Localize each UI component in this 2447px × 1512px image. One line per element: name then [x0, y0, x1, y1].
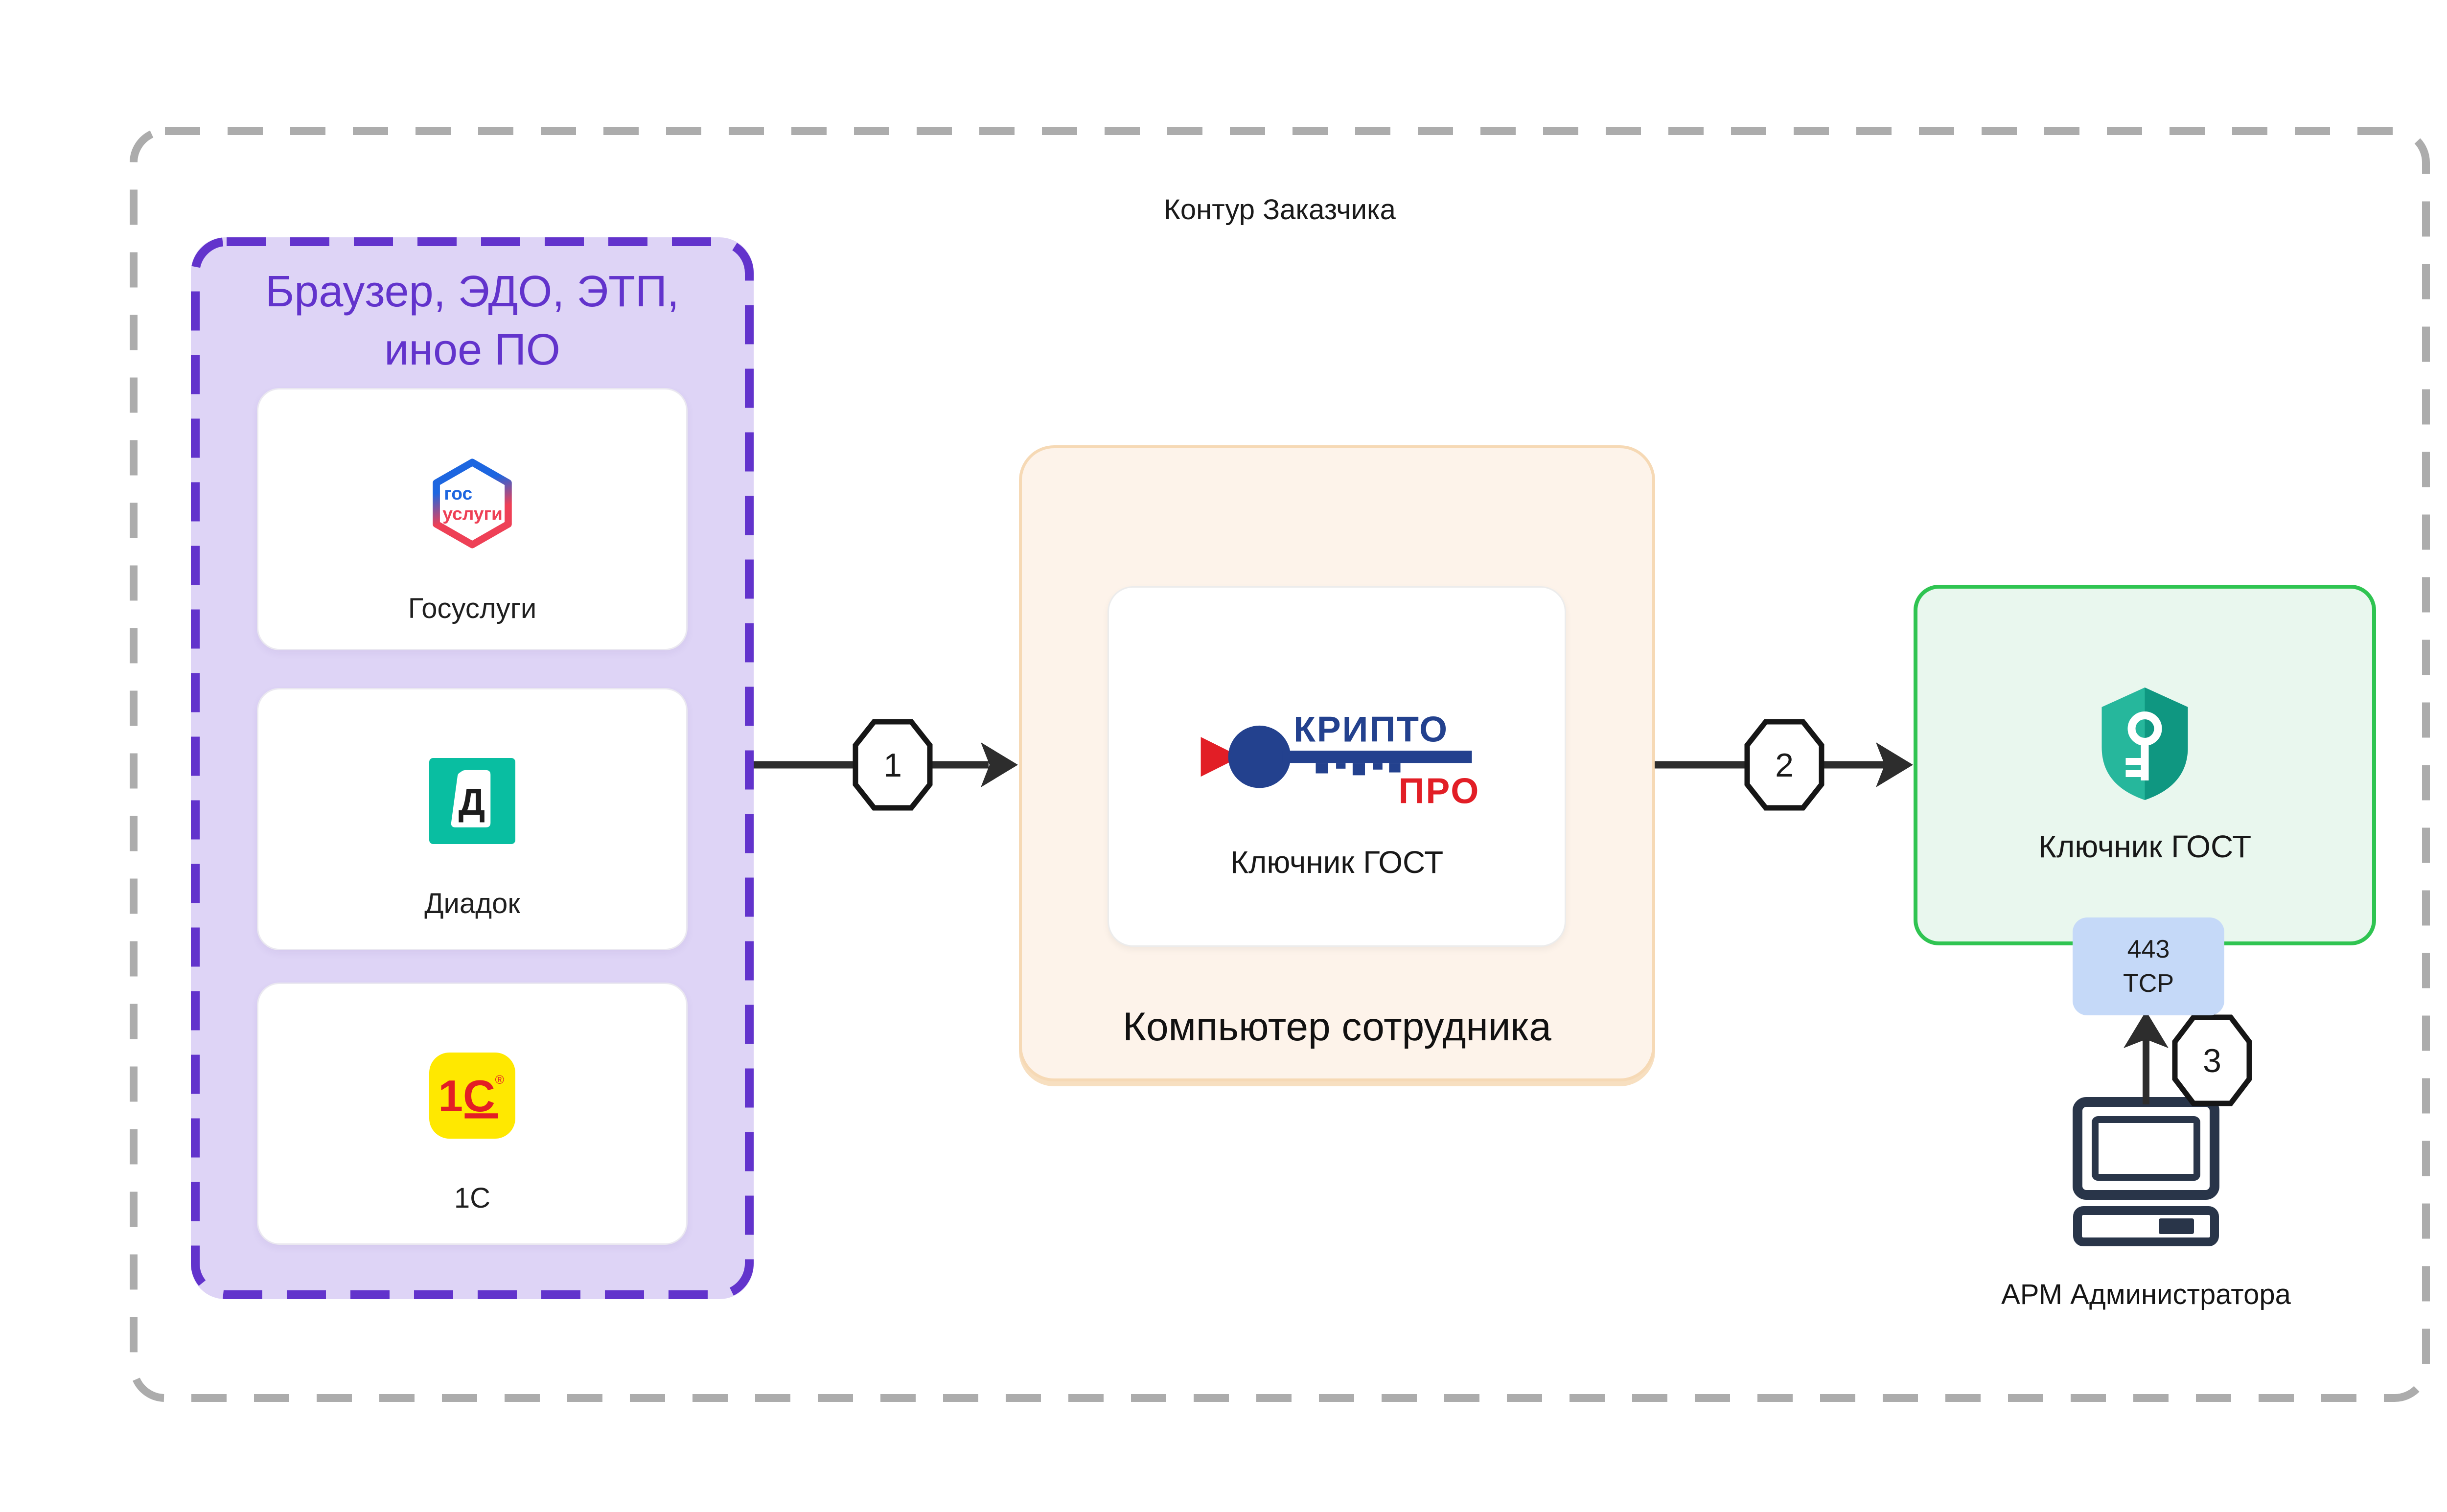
customer-perimeter-dashed-border [130, 127, 2430, 1402]
arrow-2: 2 [1655, 719, 1913, 811]
apps-group-title-line2: иное ПО [384, 325, 560, 374]
arrow-2-head-icon [1876, 742, 1913, 787]
gosuslugi-logo-text-top: гос [444, 483, 472, 504]
diadoc-logo-icon: Д [429, 758, 515, 844]
arrow-1-head-icon [981, 742, 1018, 787]
port-protocol: TCP [2123, 969, 2174, 998]
step-3-octagon-icon [2172, 1014, 2252, 1106]
port-badge: 443 TCP [2073, 917, 2224, 1015]
step-3-number: 3 [2203, 1042, 2221, 1079]
1c-logo-icon: 1С ® [429, 1053, 515, 1139]
apps-group-title-line1: Браузер, ЭДО, ЭТП, [265, 267, 679, 316]
cryptopro-logo-line1: КРИПТО [1293, 709, 1449, 750]
card-diadoc: Д Диадок [257, 688, 688, 950]
page-title: Контур Заказчика [1164, 194, 1396, 226]
1c-logo-registered-mark: ® [495, 1074, 504, 1087]
diadoc-logo-letter: Д [459, 781, 485, 823]
card-label-diadoc: Диадок [424, 888, 520, 919]
1c-logo-text: 1С [438, 1072, 495, 1121]
card-gosuslugi: гос услуги Госуслуги [257, 388, 688, 650]
gateway-box: Ключник ГОСТ [1914, 585, 2376, 945]
card-label-klyuchnik-gost: Ключник ГОСТ [1230, 845, 1444, 880]
gosuslugi-logo-text-bottom: услуги [442, 503, 503, 524]
admin-workstation-label: АРМ Администратора [2001, 1279, 2291, 1310]
employee-computer-box: КРИПТО ПРО Ключник ГОСТ Компьютер сотруд… [1019, 445, 1655, 1081]
apps-group-dashed-border [191, 237, 754, 1299]
cryptopro-logo-icon: КРИПТО ПРО [1200, 709, 1478, 811]
cryptopro-logo-line2: ПРО [1398, 770, 1478, 811]
card-label-gosuslugi: Госуслуги [408, 593, 537, 624]
arrow-1: 1 [754, 719, 1018, 811]
gosuslugi-logo-icon: гос услуги [433, 458, 512, 549]
arrow-3: 3 [2124, 1011, 2252, 1106]
arrow-3-head-icon [2124, 1011, 2169, 1048]
card-1c: 1С ® 1С [257, 983, 688, 1245]
step-2-octagon-icon [1744, 719, 1824, 811]
shield-key-icon [2101, 687, 2188, 800]
card-label-1c: 1С [454, 1182, 491, 1214]
step-1-number: 1 [883, 747, 902, 784]
admin-workstation-icon [2073, 1097, 2219, 1246]
employee-computer-label: Компьютер сотрудника [1123, 1005, 1551, 1049]
step-1-octagon-icon [853, 719, 933, 811]
port-number: 443 [2127, 935, 2170, 963]
step-2-number: 2 [1775, 747, 1794, 784]
card-kripto-klyuchnik: КРИПТО ПРО Ключник ГОСТ [1108, 586, 1566, 947]
gateway-label: Ключник ГОСТ [2038, 829, 2252, 864]
apps-group-title: Браузер, ЭДО, ЭТП, иное ПО [191, 263, 754, 379]
apps-group-box: Браузер, ЭДО, ЭТП, иное ПО гос услуги Го… [191, 237, 754, 1299]
